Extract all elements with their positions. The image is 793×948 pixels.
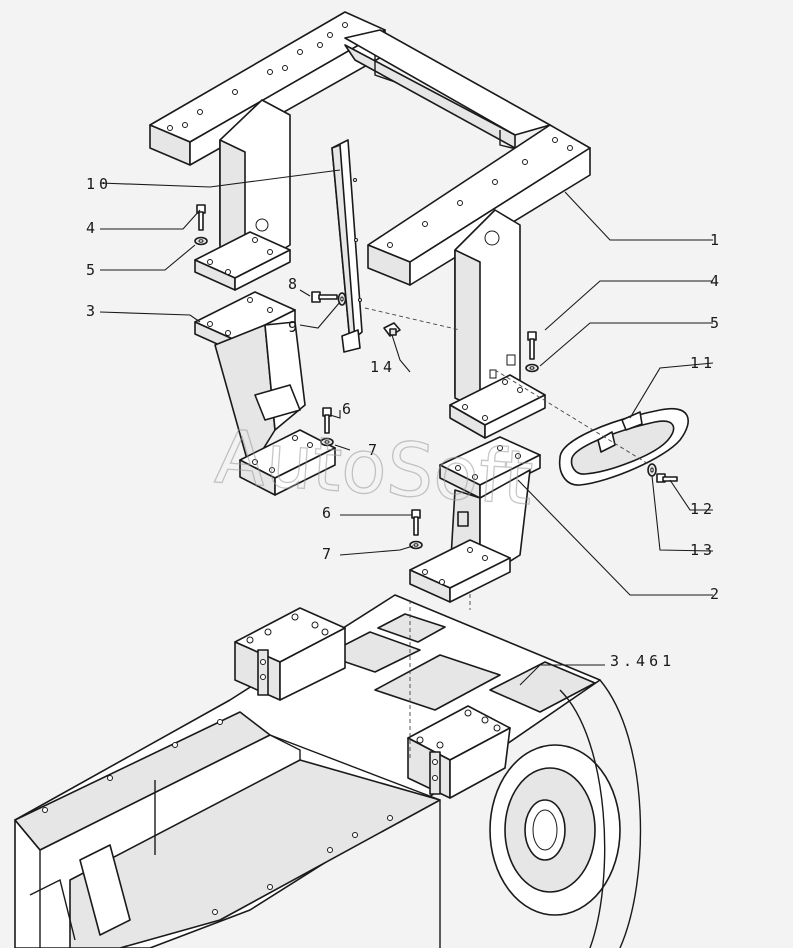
bolt-12 (656, 473, 678, 483)
chassis-hole-row (42, 719, 393, 915)
callout-11: 11 (690, 354, 716, 372)
callout-13: 13 (690, 541, 716, 559)
mount-bracket-left (194, 291, 336, 496)
callout-4-right: 4 (710, 272, 723, 290)
callout-3: 3 (86, 302, 99, 320)
beam-hole-row (167, 22, 348, 131)
washer-7-upper (320, 437, 334, 447)
callout-1: 1 (710, 231, 723, 249)
bolt-6-lower (411, 509, 421, 536)
callout-7-upper: 7 (368, 441, 381, 459)
alignment-line (494, 369, 651, 466)
bolt-6-upper (322, 407, 332, 434)
washer-7-lower (409, 540, 423, 550)
alignment-line (364, 307, 461, 331)
callout-9: 9 (288, 318, 301, 336)
callout-labels: 10 4 5 3 8 9 14 6 7 6 7 1 4 5 11 12 13 2… (86, 175, 723, 670)
washer-9 (337, 292, 347, 306)
callout-8: 8 (288, 275, 301, 293)
callout-7-lower: 7 (322, 545, 335, 563)
callout-2: 2 (710, 585, 723, 603)
callout-6-upper: 6 (342, 400, 355, 418)
tractor-chassis (14, 594, 642, 948)
grab-handle (558, 407, 689, 486)
washer-5-left (194, 236, 208, 246)
nut-14 (383, 322, 401, 337)
rops-frame (149, 11, 591, 439)
bolt-4-right (527, 331, 537, 360)
mount-bracket-right (409, 436, 541, 603)
callout-10: 10 (86, 175, 112, 193)
leader-lines (99, 169, 714, 686)
beam-hole-row (387, 137, 573, 248)
washer-5-right (525, 363, 539, 373)
callout-5-left: 5 (86, 261, 99, 279)
rear-wheel (489, 744, 621, 916)
bolt-4-left (196, 204, 206, 231)
washer-13 (647, 463, 657, 477)
callout-5-right: 5 (710, 314, 723, 332)
callout-12: 12 (690, 500, 716, 518)
callout-6-lower: 6 (322, 504, 335, 522)
chassis-mount-right (407, 705, 511, 799)
chassis-mount-left (234, 607, 346, 701)
bolt-8 (311, 291, 338, 303)
vertical-channel-plate (331, 139, 363, 353)
callout-14: 14 (370, 358, 396, 376)
callout-4-left: 4 (86, 219, 99, 237)
callout-ref-3461: 3.461 (610, 652, 675, 670)
